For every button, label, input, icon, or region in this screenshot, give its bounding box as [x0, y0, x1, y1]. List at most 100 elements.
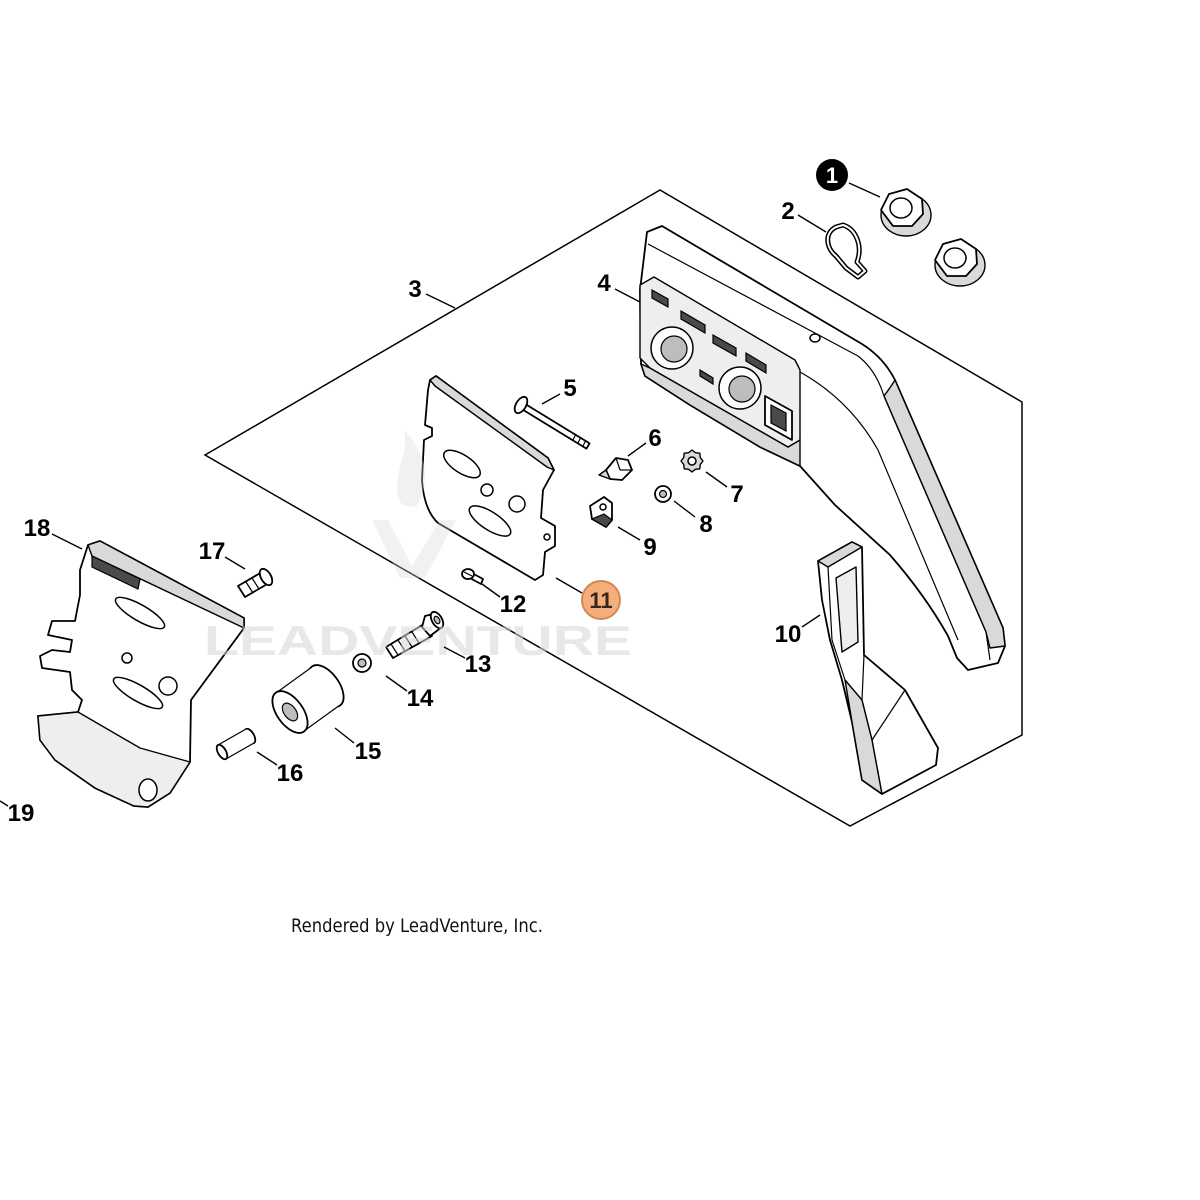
part-6-body [605, 457, 633, 481]
callout-7-label: 7 [730, 481, 743, 508]
part-12-slot [463, 571, 473, 577]
callout-3[interactable]: 3 [408, 276, 456, 309]
callout-11-badge [581, 580, 621, 620]
part-1-bore [943, 247, 967, 269]
callout-15-leader [334, 727, 355, 744]
callout-18[interactable]: 18 [24, 515, 83, 550]
callout-9[interactable]: 9 [617, 526, 657, 561]
callout-10[interactable]: 10 [775, 614, 821, 648]
footer-credit: Rendered by LeadVenture, Inc. [291, 915, 543, 937]
callout-16-leader [256, 751, 278, 766]
part-11-hole [480, 483, 494, 497]
callout-1-label: 1 [826, 163, 838, 188]
part-17-thread [251, 577, 260, 590]
callout-11-leader [555, 577, 583, 594]
part-11-body [421, 375, 556, 581]
part-6-nut [598, 457, 633, 481]
part-17-head [258, 567, 274, 587]
callout-1[interactable]: 1 [816, 159, 881, 198]
part-9-base [590, 513, 613, 528]
part-2-wire-center [826, 224, 866, 278]
part-14-washer [352, 653, 372, 673]
part-11-hole [508, 495, 526, 513]
callout-1-leader [848, 182, 881, 198]
callout-7[interactable]: 7 [705, 471, 744, 508]
callout-5-label: 5 [563, 375, 576, 402]
callout-6[interactable]: 6 [627, 425, 662, 457]
callout-3-label: 3 [408, 276, 421, 303]
callout-8[interactable]: 8 [673, 500, 713, 538]
part-12-screw [461, 568, 484, 585]
watermark-text: LEADVENTURE [204, 617, 632, 664]
callout-12-leader [481, 583, 501, 598]
callout-8-leader [673, 500, 696, 518]
part-4-side-face [883, 379, 1006, 649]
part-18-hole [121, 652, 133, 664]
callout-11[interactable]: 11 [555, 577, 621, 620]
callout-5[interactable]: 5 [541, 375, 577, 405]
callout-10-label: 10 [775, 621, 802, 648]
callout-7-leader [705, 471, 728, 488]
callout-2-leader [797, 214, 827, 233]
callout-15[interactable]: 15 [334, 727, 382, 765]
callout-11-label: 11 [589, 588, 612, 613]
part-4-cover [639, 225, 1006, 671]
part-5-bolt [513, 395, 591, 450]
part-11-top-edge [429, 375, 555, 471]
part-13-thread [404, 635, 413, 648]
part-8-bore [658, 489, 668, 499]
callout-17[interactable]: 17 [199, 538, 246, 570]
part-5-thread [572, 433, 577, 441]
part-18-mount-hole [138, 778, 158, 802]
part-5-thread [577, 436, 582, 444]
part-4-slot [745, 351, 767, 375]
part-10-bracket [817, 541, 939, 795]
part-4-hole-inner [728, 375, 756, 403]
callout-6-label: 6 [648, 425, 661, 452]
callout-5-leader [541, 393, 561, 405]
part-11-tab-hole [543, 533, 551, 541]
watermark-logo-v [372, 520, 456, 578]
callout-15-label: 15 [355, 738, 382, 765]
part-4-face [639, 276, 801, 448]
callout-16[interactable]: 16 [256, 751, 303, 787]
callout-12-label: 12 [500, 591, 527, 618]
part-6-tip [598, 469, 611, 480]
part-13-thread [411, 631, 420, 644]
part-15-edge-bottom [303, 704, 341, 732]
callout-3-leader [425, 293, 456, 309]
callout-13-leader [443, 646, 466, 659]
part-10-recess [835, 566, 859, 653]
part-15-spacer [271, 664, 345, 734]
callout-14[interactable]: 14 [385, 675, 434, 712]
part-1-nut-second [934, 238, 986, 287]
callout-12[interactable]: 12 [481, 583, 527, 618]
part-1-bore [889, 197, 913, 219]
callout-2[interactable]: 2 [781, 198, 827, 233]
callout-4-label: 4 [597, 270, 611, 297]
callout-6-leader [627, 442, 647, 457]
part-17-thread [245, 581, 254, 594]
callout-14-leader [385, 675, 408, 692]
callout-4[interactable]: 4 [597, 270, 641, 303]
part-1-nut [880, 188, 932, 237]
part-15-bore [281, 702, 299, 722]
callout-13[interactable]: 13 [443, 646, 491, 678]
part-8-washer [654, 485, 672, 503]
callout-19[interactable]: 19 [0, 800, 34, 827]
part-16-front-face [215, 743, 229, 761]
part-13-socket [433, 615, 441, 625]
part-11-plate [421, 375, 556, 581]
part-4-rim-line [647, 243, 991, 661]
watermark-logo-flame [397, 430, 426, 507]
part-4-slot [712, 333, 737, 358]
callout-17-leader [224, 556, 246, 570]
part-4-hole-inner [660, 335, 688, 363]
part-5-thread [582, 439, 587, 447]
part-11-slot [468, 505, 512, 537]
part-7-nut [680, 449, 704, 473]
part-4-slot [680, 309, 706, 335]
part-2-clip [825, 222, 868, 280]
part-10-edge [827, 566, 846, 681]
